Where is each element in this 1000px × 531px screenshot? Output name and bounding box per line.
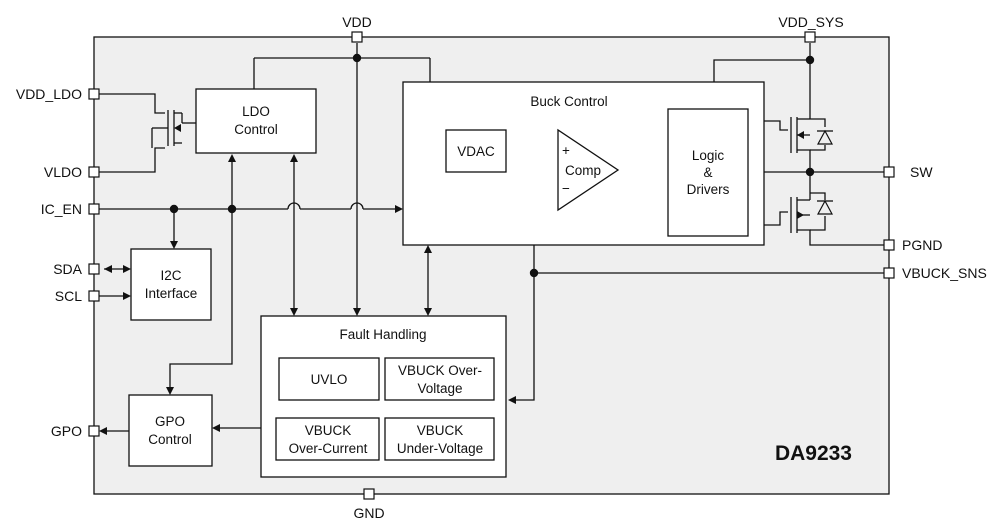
gpo-control-line2: Control (148, 432, 192, 447)
pin-vdd-sys-label: VDD_SYS (778, 14, 843, 30)
uvlo-label: UVLO (311, 372, 348, 387)
vbuck-over-voltage-line1: VBUCK Over- (398, 363, 482, 378)
vbuck-over-current-line1: VBUCK (305, 423, 352, 438)
comp-label: Comp (565, 163, 601, 178)
pins (88, 31, 895, 500)
pin-gpo-label: GPO (51, 423, 82, 439)
pin-vbuck-sns-label: VBUCK_SNS (902, 265, 987, 281)
pin-vldo-label: VLDO (44, 164, 82, 180)
pin-vdd-ldo-label: VDD_LDO (16, 86, 82, 102)
arrowheads (99, 154, 516, 435)
buck-control-label: Buck Control (530, 94, 607, 109)
ldo-control-label-line2: Control (234, 122, 278, 137)
uvlo-block (278, 357, 380, 401)
gpo-control-block (128, 394, 213, 467)
vbuck-under-voltage-line2: Under-Voltage (397, 441, 483, 456)
pin-vdd-label: VDD (342, 14, 372, 30)
logic-drivers-line2: & (703, 165, 712, 180)
vbuck-under-voltage-block (384, 417, 495, 461)
vbuck-under-voltage-line1: VBUCK (417, 423, 464, 438)
pin-scl-label: SCL (55, 288, 82, 304)
vdac-block (445, 129, 507, 173)
pin-pgnd-label: PGND (902, 237, 942, 253)
vbuck-over-voltage-line2: Voltage (417, 381, 462, 396)
i2c-interface-block (130, 248, 212, 321)
i2c-label-line2: Interface (145, 286, 198, 301)
diodes (174, 124, 834, 219)
gpo-control-line1: GPO (155, 414, 185, 429)
logic-drivers-line3: Drivers (687, 182, 730, 197)
pin-gnd-label: GND (353, 505, 384, 521)
pin-sw-label: SW (910, 164, 933, 180)
logic-drivers-block (667, 108, 749, 237)
logic-drivers-line1: Logic (692, 148, 725, 163)
pin-sda-label: SDA (53, 261, 82, 277)
comp-minus: − (562, 181, 570, 196)
ldo-control-label-line1: LDO (242, 104, 270, 119)
junction-dots (169, 53, 815, 278)
comparator (557, 128, 620, 212)
wires (99, 43, 884, 432)
chip-name: DA9233 (775, 442, 852, 465)
vbuck-over-current-line2: Over-Current (289, 441, 368, 456)
comp-plus: + (562, 143, 570, 158)
vbuck-over-current-block (275, 417, 380, 461)
vdac-label: VDAC (457, 144, 495, 159)
i2c-label-line1: I2C (160, 268, 181, 283)
ldo-control-block (195, 88, 317, 154)
vbuck-over-voltage-block (384, 357, 495, 401)
pin-ic-en-label: IC_EN (41, 201, 82, 217)
fault-handling-label: Fault Handling (339, 327, 426, 342)
